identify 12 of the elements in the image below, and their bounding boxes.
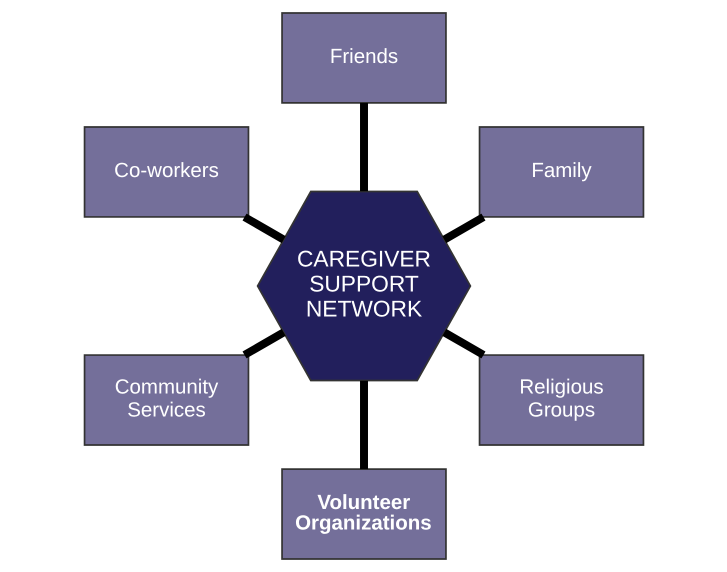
connector — [242, 214, 286, 244]
connector — [442, 214, 485, 244]
connector — [242, 328, 286, 358]
connector — [360, 102, 368, 192]
node-box: Community Services — [83, 354, 249, 446]
connector — [360, 380, 368, 470]
node-box: Co-workers — [83, 126, 249, 218]
node-box: Friends — [280, 12, 446, 104]
connector — [442, 328, 485, 358]
node-box: Religious Groups — [478, 354, 644, 446]
node-box: Family — [478, 126, 644, 218]
node-box: Volunteer Organizations — [280, 468, 446, 560]
